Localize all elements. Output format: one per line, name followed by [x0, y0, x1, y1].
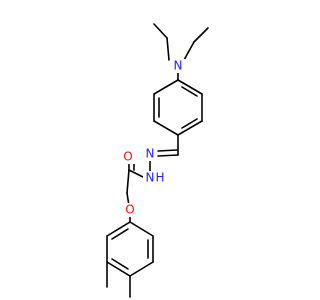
bond-carbonyl-ch2: [126, 169, 130, 194]
bond-ring2-inner-2: [111, 258, 129, 270]
hydrazide-nitrogen: N H: [143, 171, 167, 185]
atom-label-h-hydrazide: H: [155, 171, 164, 185]
bond-ethyl-left-1: [166, 37, 170, 61]
bond-ring2-inner-1: [111, 228, 129, 240]
amine-nitrogen: N: [171, 59, 185, 73]
imine-nitrogen: N: [143, 147, 157, 161]
carbonyl-oxygen: O: [121, 150, 135, 164]
bond-ethyl-right-2: [193, 27, 209, 43]
bond-ring1-d: [153, 120, 179, 136]
ether-oxygen: O: [123, 203, 137, 217]
bond-ring1-inner-2: [181, 118, 198, 129]
bond-ring1-f: [153, 79, 179, 95]
atom-label-n-amine: N: [174, 59, 183, 73]
structure-diagram: N N N H O O: [106, 23, 209, 298]
bond-ethyl-left-2: [153, 23, 168, 39]
molecule-canvas: N N N H O O: [106, 23, 209, 298]
bond-ring1-inner-1: [181, 86, 198, 97]
bond-nh-carbonyl: [128, 169, 144, 178]
bond-ring2-f: [129, 221, 154, 237]
bond-ring2-c: [106, 261, 131, 277]
bond-ring1-a: [177, 79, 203, 95]
bond-ch-imine-1: [157, 154, 179, 157]
bond-ch-imine-2: [157, 149, 178, 152]
atom-label-n-hydrazide: N: [146, 171, 155, 185]
atom-labels: N N N H O O: [121, 59, 185, 217]
bond-ring2-d: [129, 261, 154, 277]
bond-ring2-a: [106, 221, 131, 237]
atom-label-n-imine: N: [146, 147, 155, 161]
bond-ring1-c: [177, 120, 203, 136]
atom-label-o-ether: O: [125, 203, 134, 217]
atom-label-o-carbonyl: O: [123, 150, 132, 164]
bond-ethyl-right-1: [183, 41, 195, 61]
